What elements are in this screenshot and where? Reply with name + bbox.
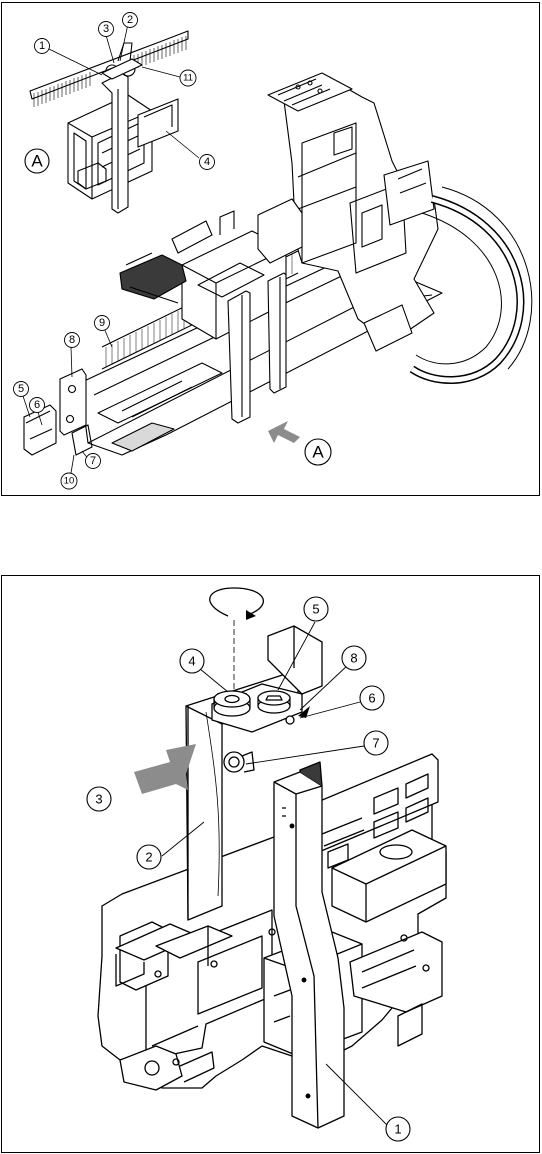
bottom-callout-7: 7 xyxy=(364,731,388,755)
detail-a-assembly xyxy=(30,31,188,213)
bottom-figure-drawing: 4 5 8 6 7 3 2 1 xyxy=(2,576,540,1153)
top-callout-1-text: 1 xyxy=(39,40,45,52)
top-callout-8: 8 xyxy=(65,333,80,348)
bottom-figure-panel: 4 5 8 6 7 3 2 1 xyxy=(1,575,540,1153)
bottom-callout-8-text: 8 xyxy=(350,651,357,666)
top-callout-2: 2 xyxy=(123,13,138,28)
top-callout-9: 9 xyxy=(95,316,110,331)
top-callout-11-text: 11 xyxy=(183,73,193,84)
top-callout-4-text: 4 xyxy=(204,156,210,168)
top-figure-drawing: A A 1 2 3 xyxy=(2,3,540,496)
top-callout-8-text: 8 xyxy=(69,334,75,346)
top-callout-9-text: 9 xyxy=(99,317,105,329)
view-label-arrow-a-text: A xyxy=(312,443,324,462)
view-arrow-a xyxy=(268,421,300,443)
view-label-detail-a-text: A xyxy=(31,152,43,171)
bottom-callout-6-text: 6 xyxy=(368,691,375,706)
screw-8 xyxy=(286,716,294,724)
bottom-callout-6: 6 xyxy=(360,686,384,710)
main-frame xyxy=(98,754,446,1090)
bottom-callout-8: 8 xyxy=(342,646,366,670)
bottom-callout-3: 3 xyxy=(87,787,111,811)
top-callout-7: 7 xyxy=(86,454,101,469)
top-callout-1: 1 xyxy=(35,39,50,54)
top-callout-11: 11 xyxy=(180,70,196,86)
detail-a-comb xyxy=(30,31,188,107)
top-callout-10-text: 10 xyxy=(64,476,75,487)
gear-left xyxy=(214,691,250,716)
bottom-callout-3-text: 3 xyxy=(95,792,102,807)
top-callout-6-text: 6 xyxy=(34,399,40,411)
top-figure-panel: A A 1 2 3 xyxy=(1,2,540,496)
bottom-callout-2-text: 2 xyxy=(145,850,152,865)
view-label-arrow-a: A xyxy=(305,439,331,465)
top-callout-5: 5 xyxy=(14,382,29,397)
top-callout-3: 3 xyxy=(99,22,114,37)
bottom-callout-5: 5 xyxy=(304,597,328,621)
gear-right xyxy=(258,691,290,713)
bottom-callout-1: 1 xyxy=(386,1117,410,1141)
pin-7 xyxy=(224,752,254,772)
top-callout-4: 4 xyxy=(200,155,215,170)
bottom-callout-5-text: 5 xyxy=(312,602,319,617)
view-label-detail-a: A xyxy=(25,149,49,173)
top-callout-5-text: 5 xyxy=(18,383,24,395)
bottom-callout-4: 4 xyxy=(180,649,204,673)
push-arrow-3 xyxy=(134,744,196,794)
top-callout-6: 6 xyxy=(30,398,45,413)
bottom-callout-1-text: 1 xyxy=(394,1122,401,1137)
top-callout-7-text: 7 xyxy=(90,455,96,467)
top-callout-10: 10 xyxy=(61,473,77,489)
bottom-callout-7-text: 7 xyxy=(372,736,379,751)
top-callout-2-text: 2 xyxy=(127,14,133,26)
bottom-callout-4-text: 4 xyxy=(188,654,195,669)
top-callout-3-text: 3 xyxy=(103,23,109,35)
bottom-callout-2: 2 xyxy=(137,845,161,869)
